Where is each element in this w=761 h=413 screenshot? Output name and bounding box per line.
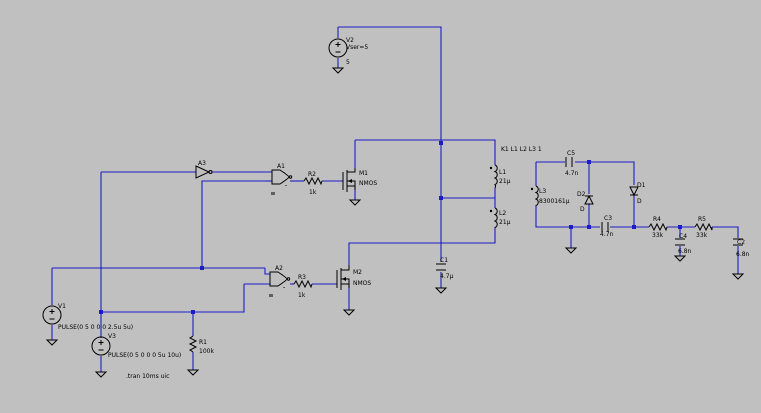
inductor-l1[interactable]: L1 21µ bbox=[489, 164, 511, 189]
l3-value: 8300161µ bbox=[539, 198, 570, 205]
gate-a2[interactable]: A2 bbox=[269, 265, 291, 297]
l1-value: 21µ bbox=[499, 178, 511, 185]
r3-value: 1k bbox=[298, 292, 306, 299]
c2-value: 6.8n bbox=[736, 251, 750, 258]
resistor-r3[interactable]: R3 1k bbox=[293, 274, 313, 299]
source-v2[interactable]: V2 Vser=5 5 bbox=[328, 37, 368, 66]
d2-value: D bbox=[580, 206, 585, 213]
c3-value: 4.7n bbox=[600, 231, 614, 238]
capacitor-c3[interactable]: C3 4.7n bbox=[600, 215, 614, 238]
mosfet-m1[interactable]: M1 NMOS bbox=[342, 168, 377, 192]
c5-value: 4.7n bbox=[565, 170, 579, 177]
m1-name: M1 bbox=[359, 170, 368, 177]
d2-name: D2 bbox=[577, 191, 586, 198]
c1-name: C1 bbox=[440, 257, 448, 264]
v3-name: V3 bbox=[108, 333, 116, 340]
capacitor-c1[interactable]: C1 4.7µ bbox=[436, 257, 454, 280]
tran-directive[interactable]: .tran 10ms uic bbox=[126, 373, 169, 380]
c4-value: 6.8n bbox=[678, 248, 692, 255]
inductor-l3[interactable]: L3 8300161µ bbox=[530, 185, 570, 207]
m2-name: M2 bbox=[353, 269, 362, 276]
v2-value: 5 bbox=[346, 59, 350, 66]
a3-name: A3 bbox=[198, 160, 206, 167]
wires bbox=[51, 26, 739, 372]
r5-value: 33k bbox=[696, 232, 708, 239]
c2-name: C2 bbox=[737, 239, 745, 246]
capacitor-c4[interactable]: C4 6.8n bbox=[675, 233, 692, 255]
v3-value: PULSE(0 5 0 0 0 5u 10u) bbox=[108, 352, 181, 359]
resistor-r1[interactable]: R1 100k bbox=[188, 335, 214, 355]
a2-name: A2 bbox=[275, 265, 283, 272]
r3-name: R3 bbox=[298, 274, 306, 281]
c4-name: C4 bbox=[679, 233, 687, 240]
r2-value: 1k bbox=[309, 189, 317, 196]
r1-name: R1 bbox=[199, 339, 207, 346]
v1-value: PULSE(0 5 0 0 0 2.5u 5u) bbox=[58, 324, 133, 331]
r2-name: R2 bbox=[308, 171, 316, 178]
l2-name: L2 bbox=[499, 210, 506, 217]
resistor-r4[interactable]: R4 33k bbox=[648, 216, 668, 239]
gate-a1[interactable]: A1 bbox=[271, 163, 293, 195]
m1-value: NMOS bbox=[359, 180, 377, 187]
gate-a3[interactable]: A3 bbox=[195, 160, 213, 179]
r5-name: R5 bbox=[698, 216, 706, 223]
resistor-r2[interactable]: R2 1k bbox=[303, 171, 323, 196]
l1-name: L1 bbox=[499, 169, 506, 176]
source-v1[interactable]: V1 PULSE(0 5 0 0 0 2.5u 5u) bbox=[42, 303, 133, 331]
ground-symbols bbox=[45, 67, 745, 378]
capacitor-c5[interactable]: C5 4.7n bbox=[565, 150, 579, 177]
l3-name: L3 bbox=[539, 188, 546, 195]
diode-d1[interactable]: D1 D bbox=[629, 182, 646, 205]
a1-name: A1 bbox=[277, 163, 285, 170]
r1-value: 100k bbox=[199, 348, 214, 355]
resistor-r5[interactable]: R5 33k bbox=[694, 216, 713, 239]
r4-value: 33k bbox=[652, 232, 664, 239]
v2-name: V2 bbox=[346, 37, 354, 44]
m2-value: NMOS bbox=[353, 280, 371, 287]
d1-value: D bbox=[637, 198, 642, 205]
inductor-l2[interactable]: L2 21µ bbox=[489, 207, 511, 229]
r4-name: R4 bbox=[653, 216, 661, 223]
junctions bbox=[99, 141, 682, 314]
d1-name: D1 bbox=[637, 182, 646, 189]
v2-param: Vser=5 bbox=[346, 44, 368, 51]
c3-name: C3 bbox=[604, 215, 612, 222]
c5-name: C5 bbox=[567, 150, 575, 157]
mosfet-m2[interactable]: M2 NMOS bbox=[336, 265, 371, 290]
c1-value: 4.7µ bbox=[440, 273, 454, 280]
source-v3[interactable]: V3 PULSE(0 5 0 0 0 5u 10u) bbox=[91, 333, 181, 359]
v1-name: V1 bbox=[58, 303, 66, 310]
coupling-directive[interactable]: K1 L1 L2 L3 1 bbox=[501, 146, 542, 153]
capacitor-c2[interactable]: C2 6.8n bbox=[733, 238, 750, 258]
l2-value: 21µ bbox=[499, 219, 511, 226]
diode-d2[interactable]: D2 D bbox=[577, 191, 594, 213]
